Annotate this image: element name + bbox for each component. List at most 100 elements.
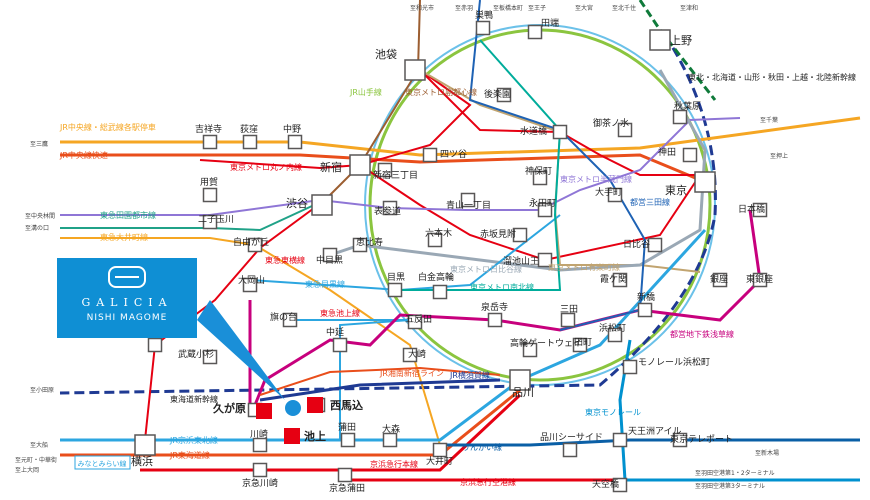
shonan-shinjuku-line [259,366,501,396]
hibiya-line [329,69,707,272]
nishi-magome-marker[interactable] [307,397,323,413]
station-label: 品川シーサイド [540,432,603,443]
station-marker[interactable] [337,467,353,483]
station-marker[interactable] [282,312,298,328]
station-marker[interactable] [252,462,268,478]
station-marker[interactable] [752,272,768,288]
station-marker[interactable] [311,194,333,216]
station-marker[interactable] [242,134,258,150]
ikegami-marker[interactable] [284,428,300,444]
station-marker[interactable] [617,122,633,138]
station-marker[interactable] [427,232,443,248]
station-marker[interactable] [387,282,403,298]
station-marker[interactable] [382,432,398,448]
station-marker[interactable] [332,337,348,353]
station-marker[interactable] [242,277,258,293]
station-label: 表参道 [374,205,401,217]
station-marker[interactable] [202,349,218,365]
station-label: 中野 [283,123,301,135]
station-marker[interactable] [527,24,543,40]
namboku-line [400,39,562,291]
galicia-logo-icon [108,266,146,288]
station-label: 青山一丁目 [446,199,491,211]
station-marker[interactable] [649,29,671,51]
station-label: モノレール浜松町 [638,356,710,368]
station-marker[interactable] [622,359,638,375]
station-label: 浜松町 [599,322,626,334]
station-marker[interactable] [252,437,268,453]
station-labels: 池袋上野巣鴨田端後楽園御茶ノ水秋葉原水道橋吉祥寺荻窪中野神田新宿四ツ谷新宿三丁目… [131,9,773,494]
station-marker[interactable] [432,442,448,458]
station-marker[interactable] [612,272,628,288]
station-marker[interactable] [377,162,393,178]
station-marker[interactable] [134,434,156,456]
station-label: 京急蒲田 [329,482,365,494]
station-marker[interactable] [672,432,688,448]
station-marker[interactable] [672,109,688,125]
station-marker[interactable] [432,284,448,300]
station-marker[interactable] [382,200,398,216]
station-marker[interactable] [637,302,653,318]
station-label: 赤坂見附 [480,228,516,240]
station-marker[interactable] [460,192,476,208]
station-marker[interactable] [247,237,263,253]
station-marker[interactable] [202,214,218,230]
station-marker[interactable] [349,154,371,176]
station-marker[interactable] [532,170,548,186]
station-marker[interactable] [647,237,663,253]
property-location-icon[interactable] [285,400,301,416]
station-label: 後楽園 [484,88,511,100]
kugahara-marker[interactable] [256,403,272,419]
line-label: JR中央線・総武線各駅停車 [59,122,156,132]
station-label: 武蔵小杉 [178,348,214,360]
station-marker[interactable] [607,187,623,203]
line-label: 東急池上線 [320,308,360,318]
station-marker[interactable] [487,312,503,328]
station-marker[interactable] [404,59,426,81]
station-marker[interactable] [512,227,528,243]
station-marker[interactable] [422,147,438,163]
station-marker[interactable] [202,187,218,203]
station-label: 田町 [574,337,592,348]
station-marker[interactable] [340,432,356,448]
station-marker[interactable] [682,147,698,163]
station-marker[interactable] [607,327,623,343]
line-label: 東急大井町線 [100,232,148,242]
station-marker[interactable] [407,314,423,330]
station-marker[interactable] [612,477,628,493]
station-marker[interactable] [509,369,531,391]
station-marker[interactable] [322,247,338,263]
line-labels: JR中央線・総武線各駅停車JR中央線快速東京メトロ丸ノ内線JR山手線東京メトロ副… [59,72,856,487]
station-marker[interactable] [287,134,303,150]
toyoko-line [144,199,326,441]
station-marker[interactable] [552,124,568,140]
station-marker[interactable] [572,337,588,353]
station-marker[interactable] [522,342,538,358]
station-marker[interactable] [352,237,368,253]
line-label: JR湘南新宿ライン [379,368,444,378]
station-label: 天王洲アイル [628,426,682,437]
station-label: 吉祥寺 [195,123,222,135]
line-label: 東急田園都市線 [100,210,156,220]
station-marker[interactable] [402,347,418,363]
station-marker[interactable] [560,312,576,328]
station-marker[interactable] [537,252,553,268]
station-marker[interactable] [537,202,553,218]
station-marker[interactable] [496,87,512,103]
station-marker[interactable] [202,134,218,150]
station-label: 霞ケ関 [600,274,627,285]
line-label: 京浜急行空港線 [460,477,516,487]
station-marker[interactable] [712,272,728,288]
line-label: 東京メトロ半蔵門線 [560,174,632,184]
line-label: JR東海道線 [169,450,210,460]
station-marker[interactable] [562,442,578,458]
station-marker[interactable] [694,171,716,193]
station-label: 中延 [326,326,344,338]
station-marker[interactable] [475,20,491,36]
direction-label: 至大船 [30,441,48,449]
direction-label: 至大宮 [575,4,593,12]
station-marker[interactable] [147,337,163,353]
station-marker[interactable] [752,202,768,218]
line-label: 東北・北海道・山形・秋田・上越・北陸新幹線 [688,72,856,82]
station-marker[interactable] [612,432,628,448]
